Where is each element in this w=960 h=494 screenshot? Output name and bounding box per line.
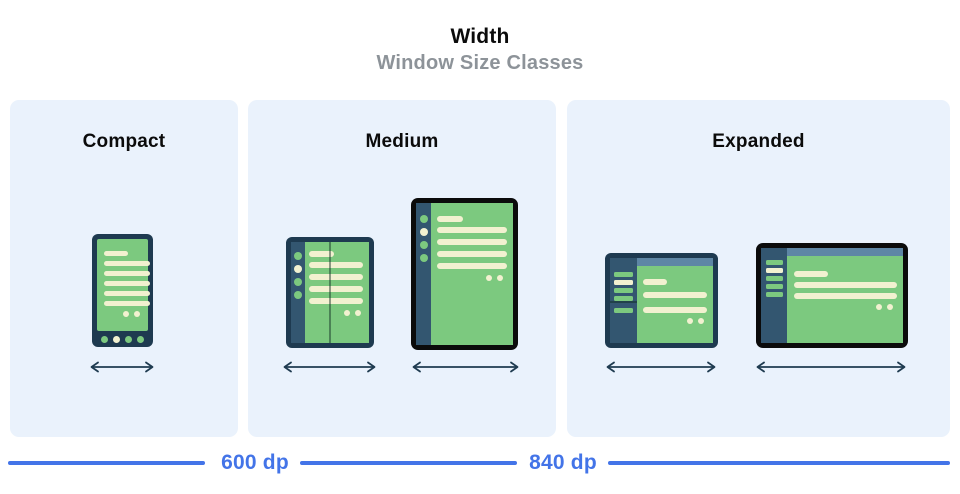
content-line [437, 251, 507, 257]
phone-screen [97, 239, 150, 331]
ruler-line-segment [300, 461, 517, 465]
content-line [643, 279, 667, 285]
side-nav [610, 258, 637, 343]
content-line [104, 251, 128, 256]
content-dot [123, 311, 129, 317]
panel-medium-label: Medium [365, 131, 439, 152]
content-line [309, 298, 363, 304]
side-nav [761, 248, 787, 343]
foldable-portrait-illustration [286, 237, 374, 348]
nav-dot [137, 335, 144, 343]
ruler-line-segment [608, 461, 950, 465]
content-line [437, 227, 507, 233]
main-pane [637, 258, 713, 343]
content-dot [344, 310, 350, 316]
content-line [643, 292, 707, 298]
content-line [794, 293, 897, 299]
phone-portrait-illustration [92, 234, 153, 347]
nav-dot [101, 335, 108, 343]
content-line [437, 263, 507, 269]
nav-bar [614, 308, 633, 313]
nav-bar [614, 272, 633, 277]
content-line [309, 262, 363, 268]
content-dot [687, 318, 693, 324]
width-arrow-icon [283, 361, 376, 373]
nav-bar [614, 288, 633, 293]
nav-rail [291, 242, 305, 343]
content-dot [355, 310, 361, 316]
content-dot [134, 311, 140, 317]
nav-bar [766, 268, 783, 273]
panel-medium: Medium [248, 100, 556, 437]
content-dot [887, 304, 893, 310]
panel-expanded-label: Expanded [712, 131, 805, 152]
content-dot [876, 304, 882, 310]
tablet-landscape-illustration [756, 243, 908, 348]
content-line [309, 274, 363, 280]
content-dot [497, 275, 503, 281]
rail-dot [419, 254, 428, 262]
breakpoint-840dp-label: 840 dp [529, 451, 597, 474]
phone-navbar [97, 331, 148, 347]
content-line [437, 239, 507, 245]
nav-dot [125, 335, 132, 343]
nav-bar [614, 296, 633, 301]
breakpoint-600dp-label: 600 dp [221, 451, 289, 474]
content-line [794, 282, 897, 288]
width-arrow-icon [412, 361, 519, 373]
content-line [309, 251, 334, 257]
diagram-title: Width [450, 25, 510, 48]
content-line [309, 286, 363, 292]
rail-dot [294, 265, 302, 273]
nav-bar [766, 276, 783, 281]
main-pane [787, 248, 903, 343]
content-line [104, 261, 150, 266]
rail-dot [294, 291, 302, 299]
app-topbar [787, 248, 903, 256]
content-dots [794, 304, 903, 310]
content-dot [486, 275, 492, 281]
content-dots [437, 275, 513, 281]
width-arrow-icon [756, 361, 906, 373]
app-topbar [637, 258, 713, 266]
content-line [104, 281, 150, 286]
nav-bar [766, 292, 783, 297]
panel-expanded: Expanded [567, 100, 950, 437]
tablet-portrait-illustration [411, 198, 518, 350]
width-arrow-icon [90, 361, 154, 373]
rail-dot [419, 215, 428, 223]
ruler-line-segment [8, 461, 205, 465]
rail-dot [294, 252, 302, 260]
panel-compact-label: Compact [82, 131, 166, 152]
content-line [437, 216, 463, 222]
content-line [104, 271, 150, 276]
content-line [643, 307, 707, 313]
content-dots [104, 311, 148, 317]
nav-bar [766, 284, 783, 289]
nav-bar [766, 260, 783, 265]
nav-rail [416, 203, 431, 345]
content-line [104, 291, 150, 296]
content-dot [698, 318, 704, 324]
tablet-screen [431, 203, 513, 345]
fold-crease [329, 242, 331, 343]
rail-dot [419, 228, 428, 236]
rail-dot [294, 278, 302, 286]
content-line [104, 301, 150, 306]
foldable-screen [305, 242, 369, 343]
width-arrow-icon [606, 361, 716, 373]
content-dots [643, 318, 713, 324]
content-line [794, 271, 828, 277]
panel-compact: Compact [10, 100, 238, 437]
foldable-landscape-illustration [605, 253, 718, 348]
nav-dot [113, 335, 120, 343]
diagram-subtitle: Window Size Classes [376, 52, 584, 74]
content-dots [309, 310, 369, 316]
nav-bar [614, 280, 633, 285]
rail-dot [419, 241, 428, 249]
